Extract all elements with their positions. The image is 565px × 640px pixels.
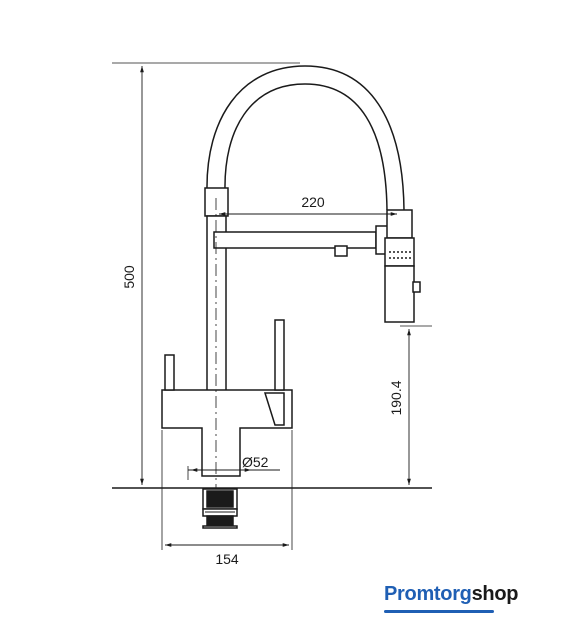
dimension-height-total: 500 <box>121 66 144 485</box>
brand-logo-part2: shop <box>471 583 519 605</box>
gooseneck-hose <box>206 65 405 211</box>
mounting-shank <box>202 488 238 529</box>
spout-arm <box>213 225 395 257</box>
brand-logo: Promtorgshop <box>384 583 518 606</box>
dimension-base-diameter: Ø52 <box>187 454 280 480</box>
dimension-base-diameter-label: Ø52 <box>242 454 269 470</box>
dimension-spout-height: 190.4 <box>388 325 432 485</box>
dimension-height-total-label: 500 <box>121 265 137 289</box>
dimension-spout-reach-label: 220 <box>301 194 325 210</box>
dimension-base-width: 154 <box>161 430 293 567</box>
dimension-base-width-label: 154 <box>215 551 239 567</box>
dimension-spout-height-label: 190.4 <box>388 380 404 415</box>
faucet-column <box>161 187 293 477</box>
dimension-spout-reach: 220 <box>219 194 397 216</box>
spray-head <box>384 209 421 323</box>
brand-logo-underline <box>384 610 494 613</box>
brand-logo-part1: Promtorg <box>384 583 472 605</box>
